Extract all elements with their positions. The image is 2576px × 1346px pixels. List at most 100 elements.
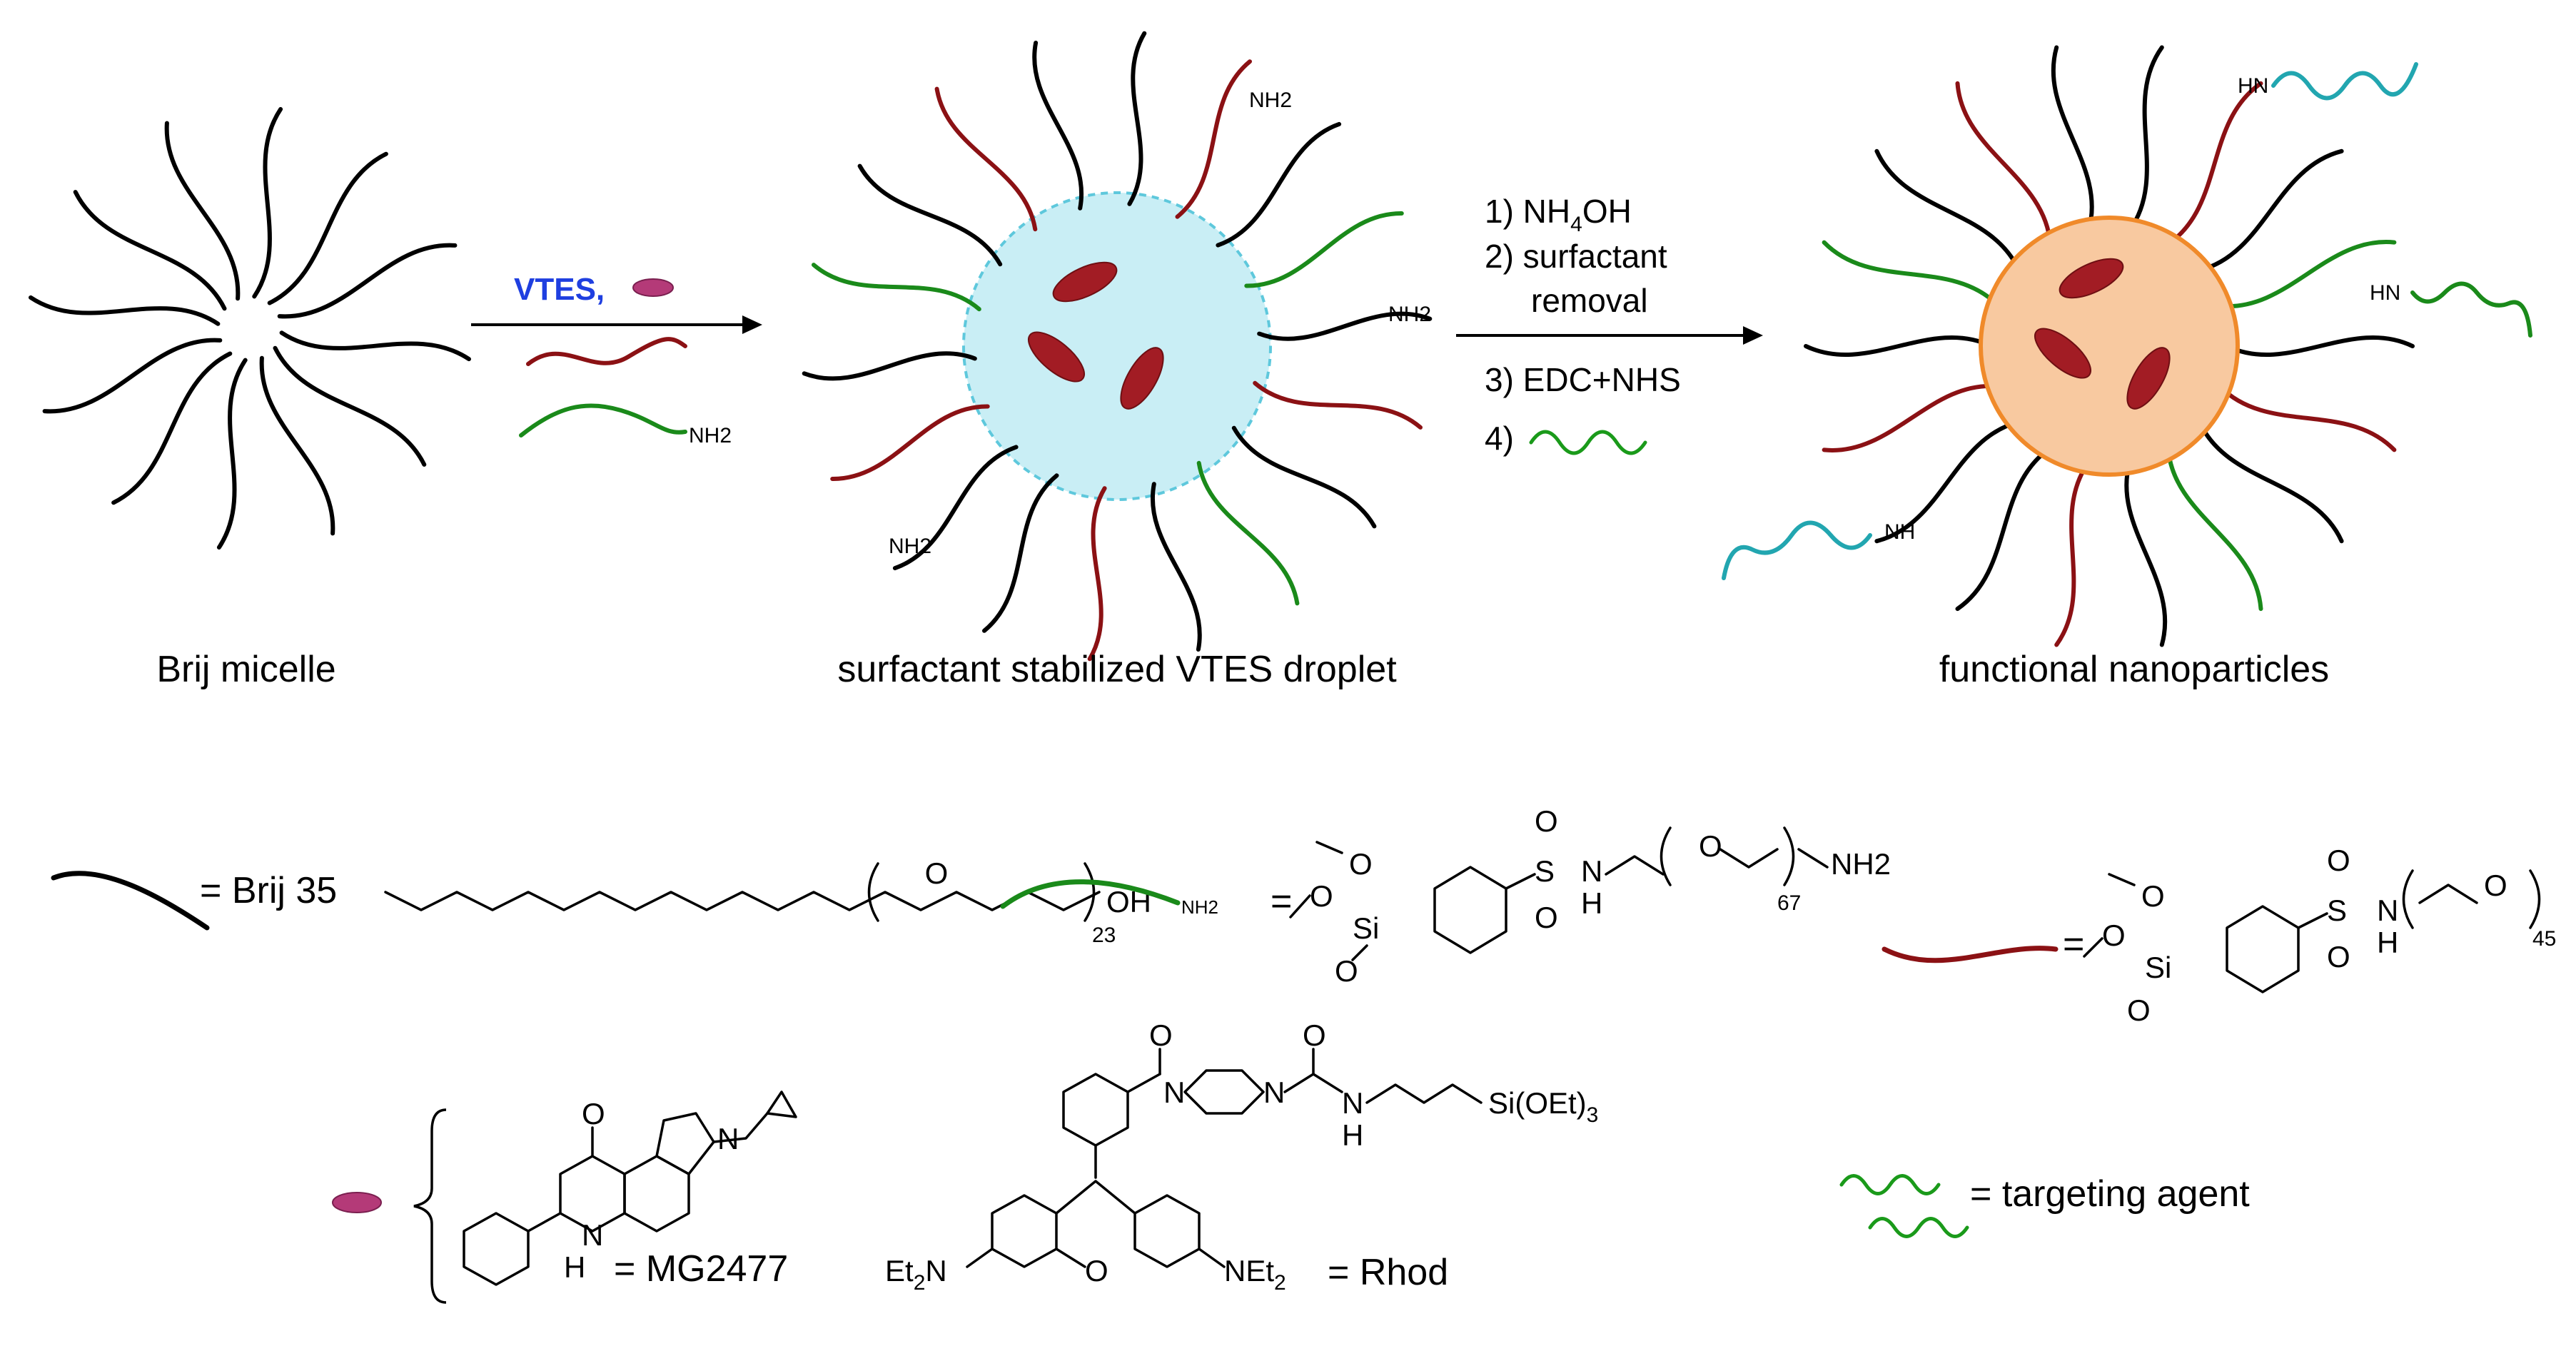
functional-nanoparticle: [1804, 45, 2415, 647]
mg-carbonyl-o: O: [582, 1097, 605, 1130]
green-peg-o: O: [1699, 829, 1722, 863]
amine-silane-chain: [1196, 460, 1300, 606]
amine-silane-chain: [2166, 445, 2263, 612]
green-peg-bonds: [1719, 848, 1779, 869]
surfactant-tail: [2127, 45, 2164, 233]
rh-piperazine-n1: N: [1163, 1076, 1185, 1109]
rh-urea-n: N: [1342, 1086, 1363, 1120]
red-o-bottom: O: [2127, 993, 2151, 1027]
surfactant-tail: [802, 351, 977, 381]
rh-propyl-chain: [1365, 1083, 1483, 1104]
peg-silane-chain: [1253, 380, 1423, 430]
surfactant-tail: [273, 345, 427, 467]
peg-silane-chain: [2218, 384, 2397, 452]
droplet-nh2-left: NH2: [889, 535, 931, 558]
green-nitrogen: N: [1581, 854, 1602, 888]
green-bracket-right: [1783, 826, 1795, 886]
particle-nh-left: NH: [1884, 520, 1915, 544]
encapsulated-drug: [2059, 258, 2124, 299]
surfactant-tail: [2124, 460, 2168, 647]
surfactant-tail: [1257, 311, 1433, 341]
rh-silane: Si(OEt)3: [1488, 1086, 1598, 1127]
red-silane-bonds: [2108, 873, 2136, 886]
peg-silane-chain: [1087, 486, 1107, 662]
red-peg-o: O: [2484, 869, 2507, 902]
droplet-nh2-top: NH2: [1249, 88, 1292, 112]
surfactant-tail: [267, 151, 388, 305]
mg-label: = MG2477: [614, 1248, 788, 1290]
red-so-bottom: O: [2327, 940, 2350, 973]
step2-line4: 4): [1485, 420, 1514, 457]
rh-net-left-bond: [966, 1248, 994, 1268]
targeting-agent-wave-reagent: [1529, 430, 1647, 455]
reaction-arrow-1: [471, 315, 762, 334]
drug-legend-icon: [332, 1192, 382, 1213]
green-bracket-left: [1660, 826, 1672, 886]
legend-drugs: O N N H = MG2477 O N N O N H Si(OEt)3: [332, 1018, 1598, 1304]
rh-urea-co: [1283, 1048, 1315, 1093]
red-peg-bonds: [2418, 884, 2478, 904]
red-nitrogen: N: [2377, 894, 2398, 927]
silica-core: [1979, 216, 2240, 477]
green-ethyl: [1605, 855, 1665, 876]
surfactant-tail: [1216, 121, 1342, 248]
surfactant-tail: [2197, 420, 2344, 544]
peg-silane-chain: [830, 404, 990, 482]
legend-targeting-agent: = targeting agent: [1839, 1173, 2250, 1238]
surfactant-tail: [1151, 482, 1202, 652]
droplet-core: [962, 191, 1272, 501]
rh-urea-o: O: [1303, 1018, 1326, 1052]
surfactant-tail: [279, 330, 471, 362]
green-benzene: [1433, 866, 1507, 954]
particle-hn-top: HN: [2238, 74, 2268, 98]
legend-brij35: = Brij 35 O 23 OH: [51, 856, 1151, 947]
red-aryl-s-bond: [2297, 912, 2328, 929]
targeting-agent-top: [2271, 62, 2418, 101]
mg2477-structure: O N N H = MG2477: [463, 1091, 797, 1290]
rhodamine-structure: O N N O N H Si(OEt)3 O Et2N NEt2 = Rhod: [885, 1018, 1598, 1295]
particle-hn-right: HN: [2370, 281, 2400, 305]
rh-piperazine: [1183, 1069, 1265, 1115]
red-ome-bonds: [2083, 937, 2103, 958]
brij-micelle: [29, 107, 471, 550]
red-so-top: O: [2327, 844, 2350, 877]
encapsulated-drug: [2034, 328, 2091, 379]
surfactant-tail: [982, 473, 1059, 633]
black-chain-symbol: [51, 871, 210, 931]
green-nh2-small: NH2: [1181, 896, 1218, 918]
brij-chain-bonds: [384, 891, 1101, 911]
step2-line2b: removal: [1531, 282, 1648, 319]
rh-xanthene-left: [991, 1194, 1058, 1268]
step2-line1: 1) NH4OH: [1485, 193, 1632, 236]
drug-legend-icon-small: [632, 278, 674, 297]
mg-phenyl-link: [527, 1212, 562, 1233]
surfactant-tail: [1127, 31, 1147, 206]
amine-silane-chain: [2218, 240, 2397, 309]
nanoparticle-label: functional nanoparticles: [1939, 649, 2329, 690]
red-n45: 45: [2532, 927, 2556, 951]
amine-silane-chain: [1244, 211, 1404, 288]
targeting-agent-label: = targeting agent: [1970, 1173, 2250, 1215]
surfactant-tail: [1231, 425, 1377, 529]
mg-quinolone-n: N: [582, 1218, 603, 1252]
rh-urea-n-bond: [1312, 1073, 1343, 1093]
peg-silane-chain: [1822, 383, 2001, 452]
surfactant-tail: [1804, 335, 1994, 357]
green-amine-bond: [1797, 848, 1829, 869]
droplet-nh2-right: NH2: [1388, 303, 1431, 326]
mg-pyrrole-ring: [655, 1112, 715, 1175]
surfactant-tail: [111, 351, 233, 505]
rh-xanthene-top: [1055, 1180, 1136, 1215]
green-n67: 67: [1777, 891, 1801, 915]
red-benzene: [2226, 905, 2300, 993]
green-o-top: O: [1349, 847, 1373, 881]
green-ome-bottom: [1351, 944, 1368, 961]
surfactant-tail: [73, 190, 227, 311]
green-chain-symbol: [1000, 879, 1181, 909]
rh-ring-o: O: [1085, 1254, 1108, 1287]
droplet-label: surfactant stabilized VTES droplet: [837, 649, 1397, 690]
amine-silane-chain: [1822, 240, 2001, 308]
step2-line3: 3) EDC+NHS: [1485, 361, 1681, 398]
brij-oxygen: O: [925, 856, 949, 890]
red-si: Si: [2145, 951, 2171, 984]
